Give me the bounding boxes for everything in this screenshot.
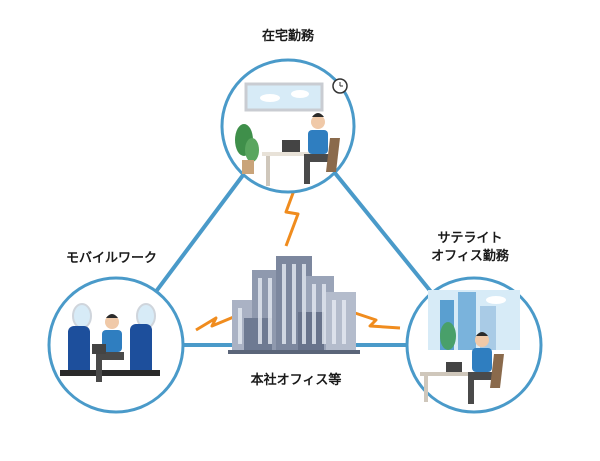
lightning-top (284, 184, 300, 247)
satellite-office-illustration (405, 276, 543, 414)
satellite-office-label: サテライト オフィス勤務 (410, 230, 530, 266)
lightning-right (351, 310, 401, 330)
head-office-label: 本社オフィス等 (250, 373, 342, 388)
mobile-work-illustration (47, 276, 185, 414)
mobile-work-label: モバイルワーク (66, 251, 158, 266)
home-office-label: 在宅勤務 (261, 29, 314, 44)
lightning-left (195, 314, 237, 332)
office-buildings-illustration (228, 256, 360, 354)
satellite-office-label-line2: オフィス勤務 (431, 249, 509, 264)
satellite-office-label-line1: サテライト (437, 231, 503, 246)
home-office-illustration (220, 58, 356, 194)
